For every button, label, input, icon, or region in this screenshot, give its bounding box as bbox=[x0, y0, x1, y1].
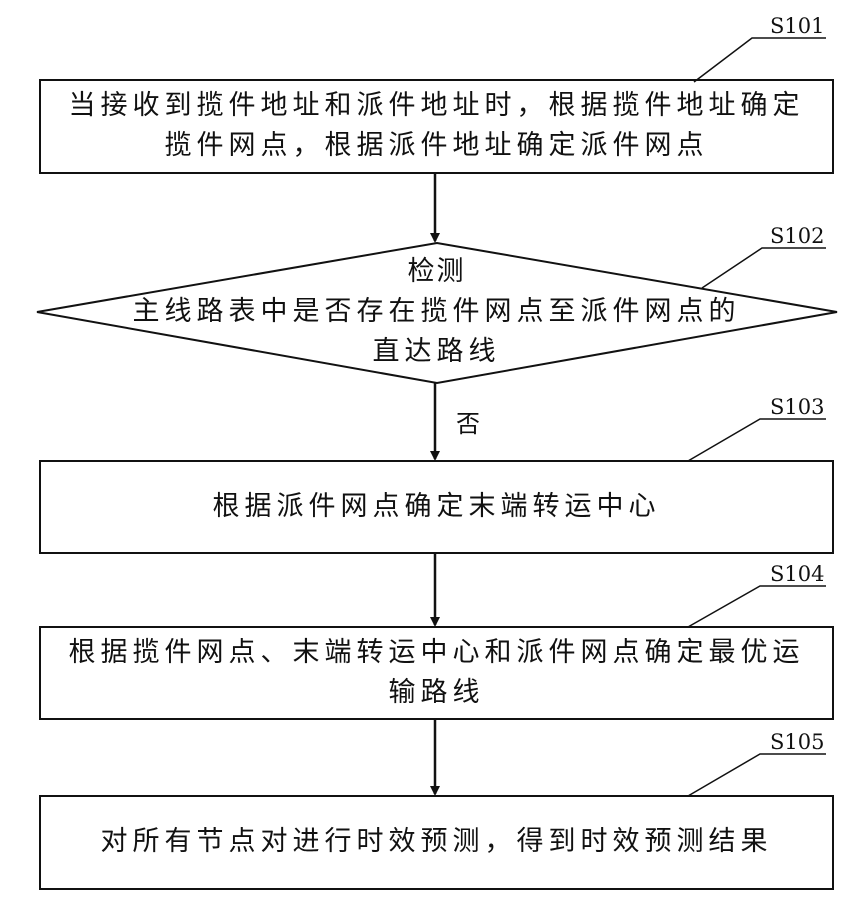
step-id-s103: S103 bbox=[770, 395, 824, 419]
process-text-s104: 根据揽件网点、末端转运中心和派件网点确定最优运 输路线 bbox=[40, 633, 833, 713]
text-line: 根据派件网点确定末端转运中心 bbox=[40, 487, 833, 527]
step-id-s104: S104 bbox=[770, 562, 824, 586]
text-line: 输路线 bbox=[40, 673, 833, 713]
decision-text-s102: 检测 主线路表中是否存在揽件网点至派件网点的 直达路线 bbox=[40, 252, 833, 372]
text-line: 主线路表中是否存在揽件网点至派件网点的 bbox=[40, 292, 833, 332]
leader-s104 bbox=[688, 586, 826, 627]
text-line: 对所有节点对进行时效预测，得到时效预测结果 bbox=[40, 822, 833, 862]
text-line: 根据揽件网点、末端转运中心和派件网点确定最优运 bbox=[40, 633, 833, 673]
step-id-s102: S102 bbox=[770, 224, 824, 248]
process-text-s105: 对所有节点对进行时效预测，得到时效预测结果 bbox=[40, 822, 833, 862]
process-text-s103: 根据派件网点确定末端转运中心 bbox=[40, 487, 833, 527]
text-line: 检测 bbox=[40, 252, 833, 292]
leader-s103 bbox=[688, 419, 826, 461]
step-id-s101: S101 bbox=[770, 14, 824, 38]
text-line: 揽件网点，根据派件地址确定派件网点 bbox=[40, 126, 833, 166]
text-line: 直达路线 bbox=[40, 332, 833, 372]
text-line: 当接收到揽件地址和派件地址时，根据揽件地址确定 bbox=[40, 86, 833, 126]
leader-s101 bbox=[694, 38, 826, 82]
step-id-s105: S105 bbox=[770, 730, 824, 754]
edge-label-no: 否 bbox=[456, 404, 480, 439]
process-text-s101: 当接收到揽件地址和派件地址时，根据揽件地址确定 揽件网点，根据派件地址确定派件网… bbox=[40, 86, 833, 166]
leader-s105 bbox=[688, 754, 826, 796]
